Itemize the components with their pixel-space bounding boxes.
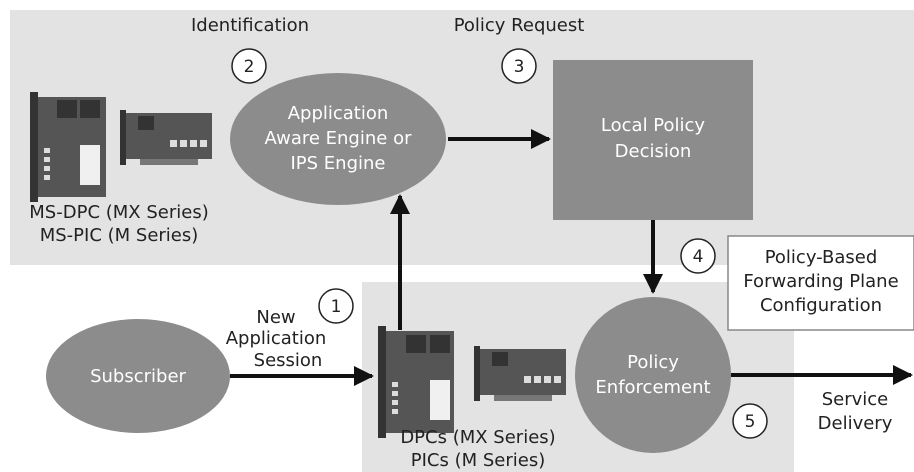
local-policy-line-2: Decision — [615, 141, 692, 162]
step-5-number: 5 — [745, 412, 756, 432]
identification-label: Identification — [191, 15, 309, 36]
dpc-label-line-2: PICs (M Series) — [411, 450, 545, 471]
dpc-card-icon — [378, 326, 454, 438]
enforcement-line-1: Policy — [627, 352, 679, 373]
ms-label-line-1: MS-DPC (MX Series) — [29, 202, 208, 223]
step-3-circle — [501, 48, 537, 84]
step-4-number: 4 — [693, 247, 704, 267]
step-2-circle — [231, 48, 267, 84]
step-4-circle — [680, 238, 716, 274]
ms-pic-card-icon — [120, 110, 212, 165]
new-session-line-3: Session — [254, 350, 323, 371]
config-line-3: Configuration — [760, 295, 882, 316]
local-policy-line-1: Local Policy — [601, 115, 705, 136]
new-session-line-1: New — [256, 307, 295, 328]
config-line-1: Policy-Based — [765, 247, 878, 268]
dpc-label-line-1: DPCs (MX Series) — [400, 427, 555, 448]
step-5-circle — [732, 403, 768, 439]
step-1-circle — [318, 288, 354, 324]
service-delivery-line-1: Service — [822, 389, 889, 410]
policy-request-label: Policy Request — [454, 15, 585, 36]
subscriber-label: Subscriber — [90, 366, 186, 387]
service-delivery-line-2: Delivery — [818, 413, 893, 434]
engine-line-2: Aware Engine or — [265, 128, 413, 149]
new-session-line-2: Application — [226, 328, 327, 349]
forwarding-plane-config-box — [727, 235, 914, 331]
subscriber-node — [46, 319, 230, 433]
app-aware-engine-node — [230, 73, 446, 205]
local-policy-decision-node — [553, 60, 753, 220]
engine-line-1: Application — [288, 103, 389, 124]
pic-card-icon — [474, 346, 566, 401]
policy-enforcement-node — [575, 297, 731, 453]
config-line-2: Forwarding Plane — [743, 271, 898, 292]
step-1-number: 1 — [331, 297, 342, 317]
step-2-number: 2 — [244, 57, 255, 77]
ms-dpc-card-icon — [30, 92, 106, 202]
enforcement-line-2: Enforcement — [595, 377, 710, 398]
ms-label-line-2: MS-PIC (M Series) — [40, 225, 199, 246]
engine-line-3: IPS Engine — [290, 153, 385, 174]
step-3-number: 3 — [514, 57, 525, 77]
